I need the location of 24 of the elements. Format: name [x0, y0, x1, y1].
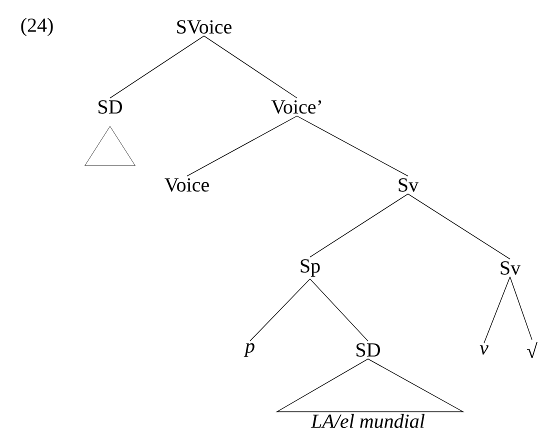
branch-line [310, 278, 368, 342]
branch-line [296, 116, 408, 176]
tree-label: Voice’ [271, 100, 322, 114]
example-number: (24) [21, 18, 53, 36]
branch-line [510, 276, 532, 340]
branch-line [408, 194, 510, 260]
branch-line [186, 116, 298, 176]
tree-label: Voice [164, 178, 209, 192]
tree-label: SD [98, 100, 122, 114]
tree-label: LA/el mundial [310, 414, 424, 428]
branch-line [110, 36, 204, 98]
branch-line [204, 36, 298, 98]
branch-line [250, 278, 310, 342]
tree-label: SD [356, 343, 380, 357]
tree-label: Sv [398, 178, 419, 192]
tree-label: v [480, 345, 488, 355]
triangle [84, 126, 136, 166]
tree-label: √ [527, 342, 538, 358]
tree-label: Sv [500, 261, 521, 275]
branch-line [484, 276, 510, 344]
tree-label: Sp [300, 259, 320, 277]
tree-label: SVoice [177, 20, 232, 34]
tree-label: p [244, 343, 254, 357]
branch-line [310, 194, 408, 258]
